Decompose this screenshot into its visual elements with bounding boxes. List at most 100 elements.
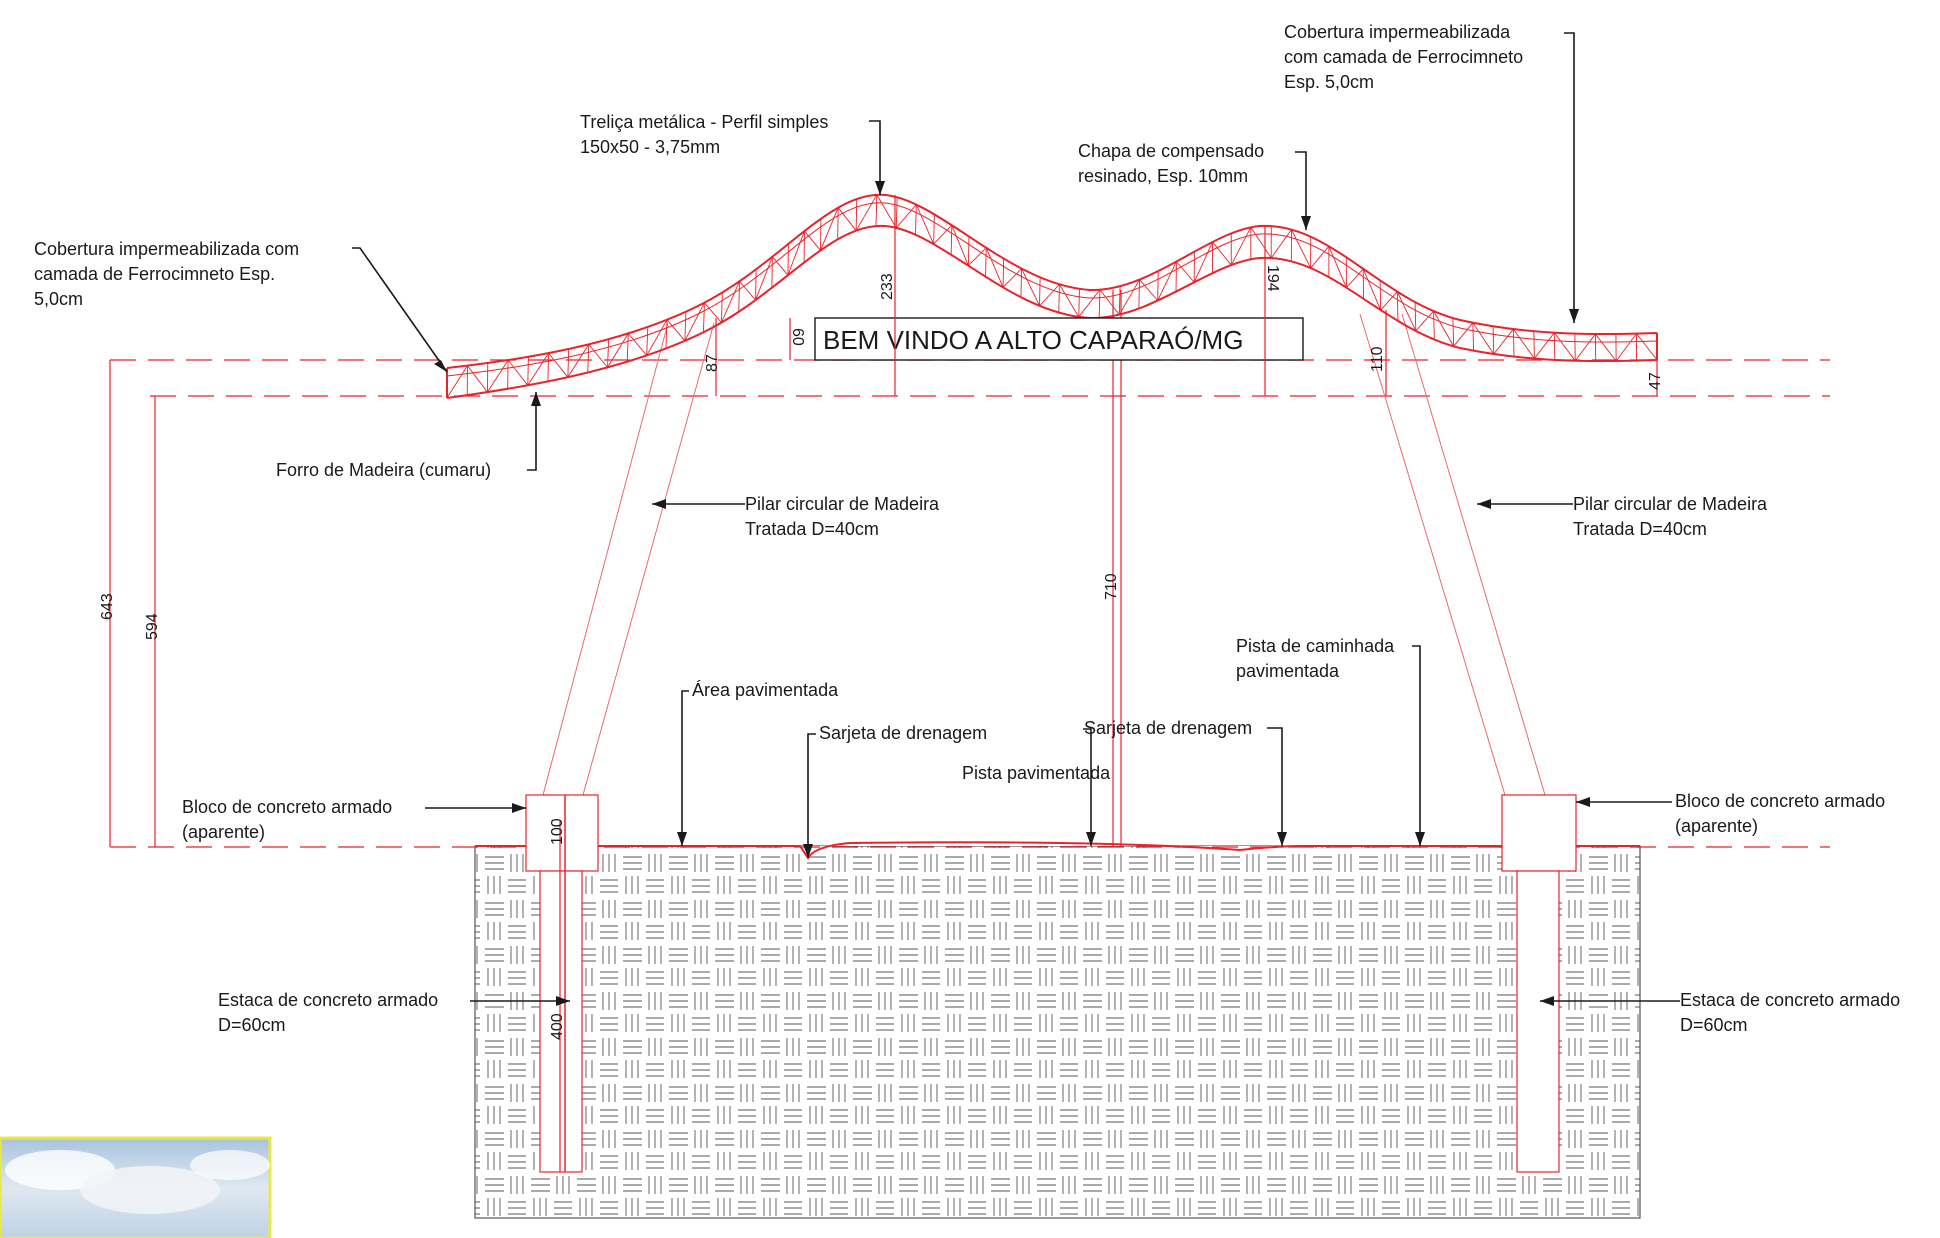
truss-vertical bbox=[626, 333, 629, 362]
truss-diagonal bbox=[446, 365, 468, 399]
label-estaca-right: Estaca de concreto armado D=60cm bbox=[1680, 990, 1905, 1035]
truss-vertical bbox=[1396, 291, 1399, 321]
pile-left bbox=[539, 795, 583, 1173]
truss-diagonal bbox=[755, 256, 773, 301]
truss-vertical bbox=[950, 225, 953, 255]
truss-vertical bbox=[875, 194, 878, 227]
truss-diagonal bbox=[855, 194, 878, 231]
truss-vertical bbox=[1118, 286, 1121, 315]
truss-diagonal bbox=[1193, 241, 1213, 283]
truss-diagonal bbox=[915, 204, 935, 245]
truss-vertical bbox=[1472, 322, 1475, 351]
truss-vertical bbox=[738, 281, 740, 312]
truss-diagonal bbox=[487, 359, 509, 393]
truss-vertical bbox=[985, 247, 987, 277]
truss-diagonal bbox=[772, 256, 789, 276]
dim-710: 710 bbox=[1103, 573, 1120, 600]
dimension-texts: 643 594 87 60 233 710 194 110 47 100 400 bbox=[99, 265, 1664, 1040]
ground-section bbox=[474, 841, 1641, 1219]
label-pilar-right: Pilar circular de Madeira Tratada D=40cm bbox=[1573, 494, 1772, 539]
truss-vertical bbox=[1433, 311, 1435, 340]
label-bloco-left: Bloco de concreto armado (aparente) bbox=[182, 797, 397, 842]
truss-diagonal bbox=[567, 344, 590, 378]
truss-diagonal bbox=[1472, 322, 1495, 355]
truss-diagonal bbox=[1157, 261, 1177, 301]
truss-vertical bbox=[527, 356, 529, 386]
truss-diagonal bbox=[527, 352, 549, 386]
truss-diagonal bbox=[1493, 328, 1514, 355]
truss-diagonal bbox=[951, 225, 969, 266]
truss-vertical bbox=[855, 198, 858, 231]
sky-thumbnail bbox=[0, 1136, 272, 1238]
truss-diagonal bbox=[1059, 284, 1080, 318]
truss-diagonal bbox=[627, 333, 648, 356]
truss-diagonal bbox=[588, 344, 608, 368]
truss-diagonal bbox=[507, 359, 529, 386]
truss-diagonal bbox=[721, 281, 740, 323]
truss-diagonal bbox=[1615, 333, 1637, 362]
dim-60: 60 bbox=[789, 328, 806, 346]
pile-right bbox=[1516, 870, 1560, 1173]
label-cobertura-left: Cobertura impermeabilizada com camada de… bbox=[34, 239, 304, 309]
dim-194: 194 bbox=[1264, 265, 1281, 292]
truss-diagonal bbox=[1453, 322, 1474, 347]
label-pista-cam: Pista de caminhada pavimentada bbox=[1236, 636, 1399, 681]
truss-vertical bbox=[587, 344, 590, 373]
sign-text: BEM VINDO A ALTO CAPARAÓ/MG bbox=[823, 325, 1243, 355]
truss-diagonal bbox=[548, 352, 569, 378]
truss-diagonal bbox=[607, 333, 629, 368]
leader-arrowheads bbox=[434, 181, 1590, 1006]
truss-vertical bbox=[837, 207, 839, 240]
truss-diagonal bbox=[646, 319, 668, 356]
truss-diagonal bbox=[1534, 332, 1555, 359]
label-forro: Forro de Madeira (cumaru) bbox=[276, 460, 491, 480]
truss-diagonal bbox=[1553, 332, 1576, 362]
truss-diagonal bbox=[985, 247, 1004, 288]
truss-vertical bbox=[1414, 302, 1417, 331]
truss-vertical bbox=[607, 339, 610, 368]
truss-vertical bbox=[702, 302, 705, 333]
dim-100: 100 bbox=[549, 818, 566, 845]
truss-diagonal bbox=[787, 230, 805, 276]
welcome-sign: BEM VINDO A ALTO CAPARAÓ/MG bbox=[814, 317, 1304, 361]
truss-vertical bbox=[1078, 288, 1080, 317]
truss-diagonal bbox=[876, 194, 897, 229]
truss-vertical bbox=[1533, 331, 1535, 359]
truss-vertical bbox=[755, 269, 757, 301]
truss-diagonal bbox=[1039, 284, 1060, 307]
truss-vertical bbox=[567, 348, 570, 378]
truss-diagonal bbox=[968, 247, 987, 267]
annotation-labels: Cobertura impermeabilizada com camada de… bbox=[34, 22, 1905, 1035]
truss-diagonal bbox=[1513, 328, 1535, 359]
truss-vertical bbox=[1492, 326, 1495, 355]
dim-47: 47 bbox=[1647, 372, 1664, 390]
truss-diagonal bbox=[837, 207, 857, 231]
label-area-pav: Área pavimentada bbox=[692, 680, 839, 700]
truss-vertical bbox=[646, 326, 649, 356]
truss-vertical bbox=[771, 256, 773, 288]
truss-diagonal bbox=[1595, 333, 1617, 362]
truss-diagonal bbox=[1230, 227, 1252, 266]
truss-diagonal bbox=[1328, 246, 1347, 288]
dim-233: 233 bbox=[879, 273, 896, 300]
label-bloco-right: Bloco de concreto armado (aparente) bbox=[1675, 791, 1890, 836]
dim-400: 400 bbox=[549, 1013, 566, 1040]
truss-diagonal bbox=[820, 207, 839, 251]
truss-vertical bbox=[1379, 280, 1382, 311]
truss-diagonal bbox=[1396, 291, 1417, 332]
truss-vertical bbox=[1098, 289, 1101, 318]
label-sarjeta-left: Sarjeta de drenagem bbox=[819, 723, 987, 743]
truss-diagonal bbox=[1176, 261, 1195, 283]
dim-594: 594 bbox=[144, 613, 161, 640]
label-chapa: Chapa de compensado resinado, Esp. 10mm bbox=[1078, 141, 1269, 186]
label-cobertura-right: Cobertura impermeabilizada com camada de… bbox=[1284, 22, 1528, 92]
truss-diagonal bbox=[1270, 229, 1292, 259]
block-left bbox=[525, 794, 599, 872]
truss-diagonal bbox=[1118, 279, 1140, 315]
truss-diagonal bbox=[1346, 268, 1364, 288]
truss-vertical bbox=[547, 353, 550, 382]
truss-vertical bbox=[1452, 318, 1455, 347]
truss-diagonal bbox=[1636, 333, 1658, 361]
pillar-right bbox=[1359, 313, 1546, 796]
